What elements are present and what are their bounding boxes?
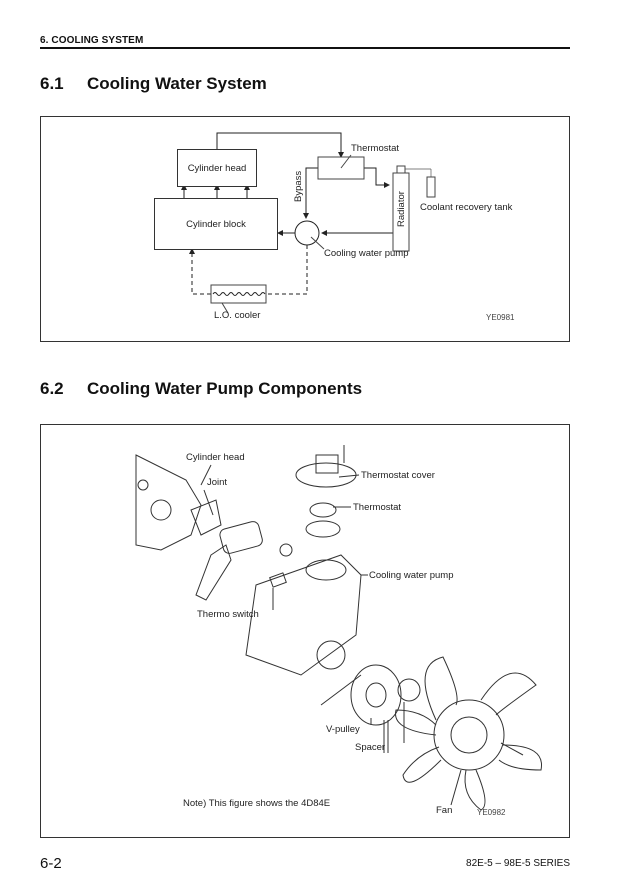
- thermostat-label: Thermostat: [353, 502, 402, 513]
- joint-label: Joint: [207, 477, 228, 488]
- thermostat-o-ring: [305, 520, 341, 538]
- section-2-title: Cooling Water Pump Components: [87, 379, 363, 398]
- thermostat-cover-label: Thermostat cover: [361, 470, 435, 481]
- figure-code: YE0982: [477, 808, 506, 817]
- fan-blade: [480, 672, 537, 716]
- lo-cooler-box: [210, 284, 267, 304]
- flow-thermostat-to-radiator: [364, 167, 390, 188]
- lo-cooler-coil: [212, 292, 266, 296]
- flow-lo-cooler-to-block: [189, 248, 211, 295]
- diagram-lines: [181, 132, 436, 314]
- radiator-label: Radiator: [396, 191, 407, 227]
- fan-label: Fan: [436, 805, 453, 816]
- spacer-label: Spacer: [355, 742, 386, 753]
- cooling-water-pump-label: Cooling water pump: [369, 570, 454, 581]
- thermo-switch-part: [269, 572, 287, 588]
- running-head: 6. COOLING SYSTEM: [40, 35, 144, 46]
- lo-cooler-label: L.O. cooler: [214, 310, 261, 321]
- radiator-cap: [396, 165, 406, 174]
- thermo-switch-label: Thermo switch: [197, 609, 259, 620]
- fan-hub: [433, 699, 505, 771]
- section-1-number: 6.1: [40, 74, 64, 93]
- page-number: 6-2: [40, 855, 62, 872]
- thermostat-housing: [219, 521, 263, 554]
- flow-head-to-thermostat: [216, 132, 344, 158]
- lower-gasket: [195, 544, 232, 601]
- coolant-recovery-tank-symbol: [426, 176, 436, 198]
- v-pulley-part: [350, 664, 402, 726]
- cooling-system-diagram: Cylinder head Cylinder block Thermostat …: [40, 116, 570, 342]
- fan-blade: [395, 709, 437, 736]
- bypass-label: Bypass: [293, 170, 304, 202]
- coolant-recovery-tank-label: Coolant recovery tank: [420, 202, 513, 213]
- figure-code: YE0981: [486, 313, 515, 322]
- thermostat-part: [309, 502, 337, 518]
- cylinder-head-block: Cylinder head: [177, 149, 257, 187]
- pump-components-figure: Cylinder head Joint Thermostat cover The…: [40, 424, 570, 838]
- header-rule: [40, 47, 570, 49]
- fan-blade: [402, 746, 442, 783]
- fan-blade: [464, 769, 486, 811]
- joint-part: [190, 499, 222, 536]
- exploded-view-drawing: [135, 445, 542, 811]
- section-1-title: Cooling Water System: [87, 74, 267, 93]
- spacer-part: [397, 678, 421, 702]
- thermostat-label: Thermostat: [351, 143, 400, 154]
- figure-note: Note) This figure shows the 4D84E: [183, 798, 331, 809]
- cylinder-block-block: Cylinder block: [154, 198, 278, 250]
- v-pulley-label: V-pulley: [326, 724, 360, 735]
- fan-blade: [498, 744, 542, 771]
- series-label: 82E-5 – 98E-5 SERIES: [466, 858, 570, 869]
- cylinder-head-label: Cylinder head: [186, 452, 245, 463]
- cooling-water-pump-part: [245, 554, 362, 676]
- pump-pulley-hub: [316, 640, 346, 670]
- section-2-number: 6.2: [40, 379, 64, 398]
- flow-bypass: [303, 167, 318, 219]
- fan-blade: [424, 656, 458, 721]
- cooling-water-pump-label: Cooling water pump: [324, 248, 409, 259]
- thermostat-cover-part: [295, 462, 357, 488]
- cylinder-head-part: [135, 454, 202, 551]
- flow-pump-to-lo-cooler: [266, 245, 308, 295]
